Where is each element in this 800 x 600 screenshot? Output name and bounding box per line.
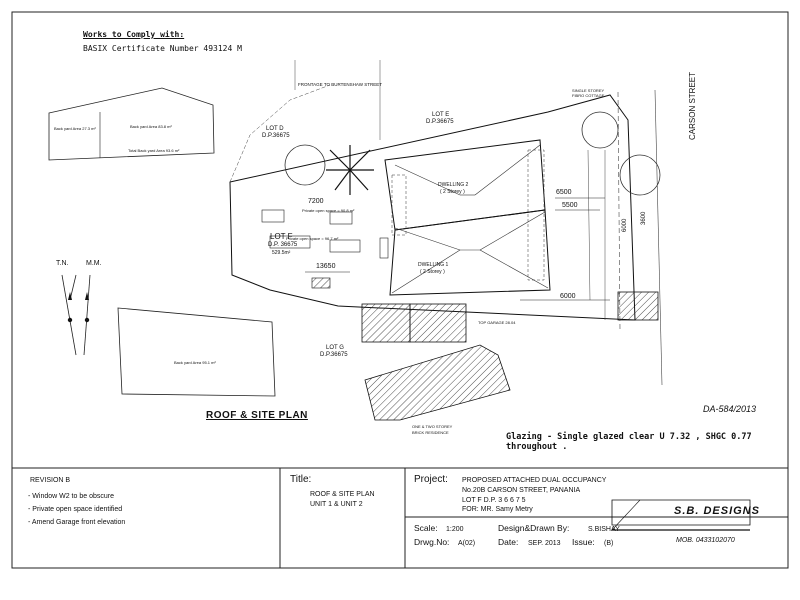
lot-f-label: LOT F: [270, 232, 293, 241]
title-label: Title:: [290, 474, 312, 485]
two-storey-label: ONE & TWO STOREY: [412, 424, 453, 429]
palm-tree: [326, 145, 374, 195]
dimension-6000-label: 6000: [560, 293, 576, 300]
street-edge: [654, 89, 663, 386]
private-open-space-1: Private open space = 90.8 m²: [302, 208, 355, 213]
backyard-area-shape-1: [48, 87, 215, 161]
company-mobile: MOB. 0433102070: [676, 537, 735, 544]
scale-label: Scale:: [414, 523, 438, 533]
dimension-6000-side-label: 6000: [622, 218, 628, 232]
magnetic-north-label: M.M.: [86, 260, 102, 267]
sheet-border: [11, 11, 789, 569]
project-lot: LOT F D.P. 3 6 6 7 5: [462, 497, 526, 504]
tree-2: [581, 111, 619, 149]
neighbour-building-hatch: [364, 344, 511, 421]
design-label: Design&Drawn By:: [498, 523, 570, 533]
north-arrow-tn: [61, 274, 77, 356]
company-logo: S.B. DESIGNS: [674, 505, 760, 517]
project-line-1: PROPOSED ATTACHED DUAL OCCUPANCY: [462, 477, 607, 484]
roof-garage-label: TOP GARAGE 28.04: [478, 320, 516, 325]
dimension-6500-label: 6500: [556, 189, 572, 196]
drawing-number-label: Drwg.No:: [414, 537, 450, 547]
frontage-label: FRONTAGE TO BURTENSHAW STREET: [298, 82, 383, 87]
lot-d-label: LOT D: [266, 126, 284, 132]
glazing-note: Glazing - Single glazed clear U 7.32 , S…: [506, 432, 752, 452]
private-open-space-2: Private open space = 96.7 m²: [286, 236, 339, 241]
revision-list: - Window W2 to be obscure - Private open…: [28, 490, 125, 529]
drawing-number-value: A(02): [458, 540, 476, 547]
issue-value: (B): [604, 540, 614, 547]
dimension-13650-label: 13650: [316, 263, 336, 270]
fibro-cottage-label: FIBRO COTTAGE: [572, 93, 605, 98]
lot-e-label: LOT E: [432, 112, 450, 118]
issue-label: Issue:: [572, 537, 595, 547]
basix-certificate: BASIX Certificate Number 493124 M: [83, 44, 242, 53]
backyard-area-total: Total Back yard Area 93.6 m²: [128, 148, 180, 153]
backyard-area-shape-2: [117, 307, 276, 397]
dimension-3600-label: 3600: [641, 211, 647, 225]
revision-item: - Amend Garage front elevation: [28, 519, 126, 526]
dimension-5500-label: 5500: [562, 202, 578, 209]
project-line-2: No.20B CARSON STREET, PANANIA: [462, 487, 581, 494]
corner-hatch: [617, 291, 659, 321]
backyard-area-2: Back yard Area 83.8 m²: [130, 124, 172, 129]
backyard-area-1: Back yard Area 27.3 m²: [54, 126, 96, 131]
design-value: S.BISHAY: [588, 526, 620, 533]
works-to-comply-heading: Works to Comply with:: [83, 30, 185, 39]
title-line-2: UNIT 1 & UNIT 2: [310, 501, 363, 508]
true-north-label: T.N.: [56, 260, 69, 267]
lot-e-dp: D.P.36675: [426, 119, 454, 125]
logo-frame: [611, 499, 751, 526]
tree-3: [619, 154, 661, 196]
dwelling-2-storey: ( 2 Storey ): [440, 189, 465, 195]
garage-hatch-2: [409, 303, 467, 343]
single-storey-label: SINGLE STOREY: [572, 88, 605, 93]
dimension-7200-label: 7200: [308, 198, 324, 205]
north-arrow-mm: [83, 274, 91, 356]
scale-value: 1:200: [446, 526, 464, 533]
revision-item: - Window W2 to be obscure: [28, 493, 114, 500]
dwelling-2-label: DWELLING 2: [438, 182, 469, 188]
lot-g-dp: D.P.36675: [320, 352, 348, 358]
tree-1: [284, 144, 326, 186]
lot-f-area: 529.5m²: [272, 250, 291, 256]
project-label: Project:: [414, 474, 448, 485]
brick-residence-label: BRICK RESIDENCE: [412, 430, 449, 435]
project-client: FOR: MR. Samy Metry: [462, 506, 533, 513]
street-label: CARSON STREET: [688, 71, 697, 140]
plan-title: ROOF & SITE PLAN: [206, 410, 308, 421]
da-reference: DA-584/2013: [703, 404, 757, 414]
dwelling-1-outline: [389, 209, 551, 296]
lot-g-label: LOT G: [326, 345, 344, 351]
revision-title: REVISION B: [30, 477, 71, 484]
lot-d-dp: D.P.36675: [262, 133, 290, 139]
dwelling-1-label: DWELLING 1: [418, 262, 449, 268]
backyard-area-3: Back yard Area 95.1 m²: [174, 360, 216, 365]
revision-item: - Private open space identified: [28, 506, 123, 513]
lot-f-dp: D.P. 36675: [268, 242, 298, 248]
dwelling-1-storey: ( 2 Storey ): [420, 269, 445, 275]
title-line-1: ROOF & SITE PLAN: [310, 491, 375, 498]
date-label: Date:: [498, 537, 519, 547]
date-value: SEP. 2013: [528, 540, 561, 547]
garage-hatch-1: [361, 303, 411, 343]
